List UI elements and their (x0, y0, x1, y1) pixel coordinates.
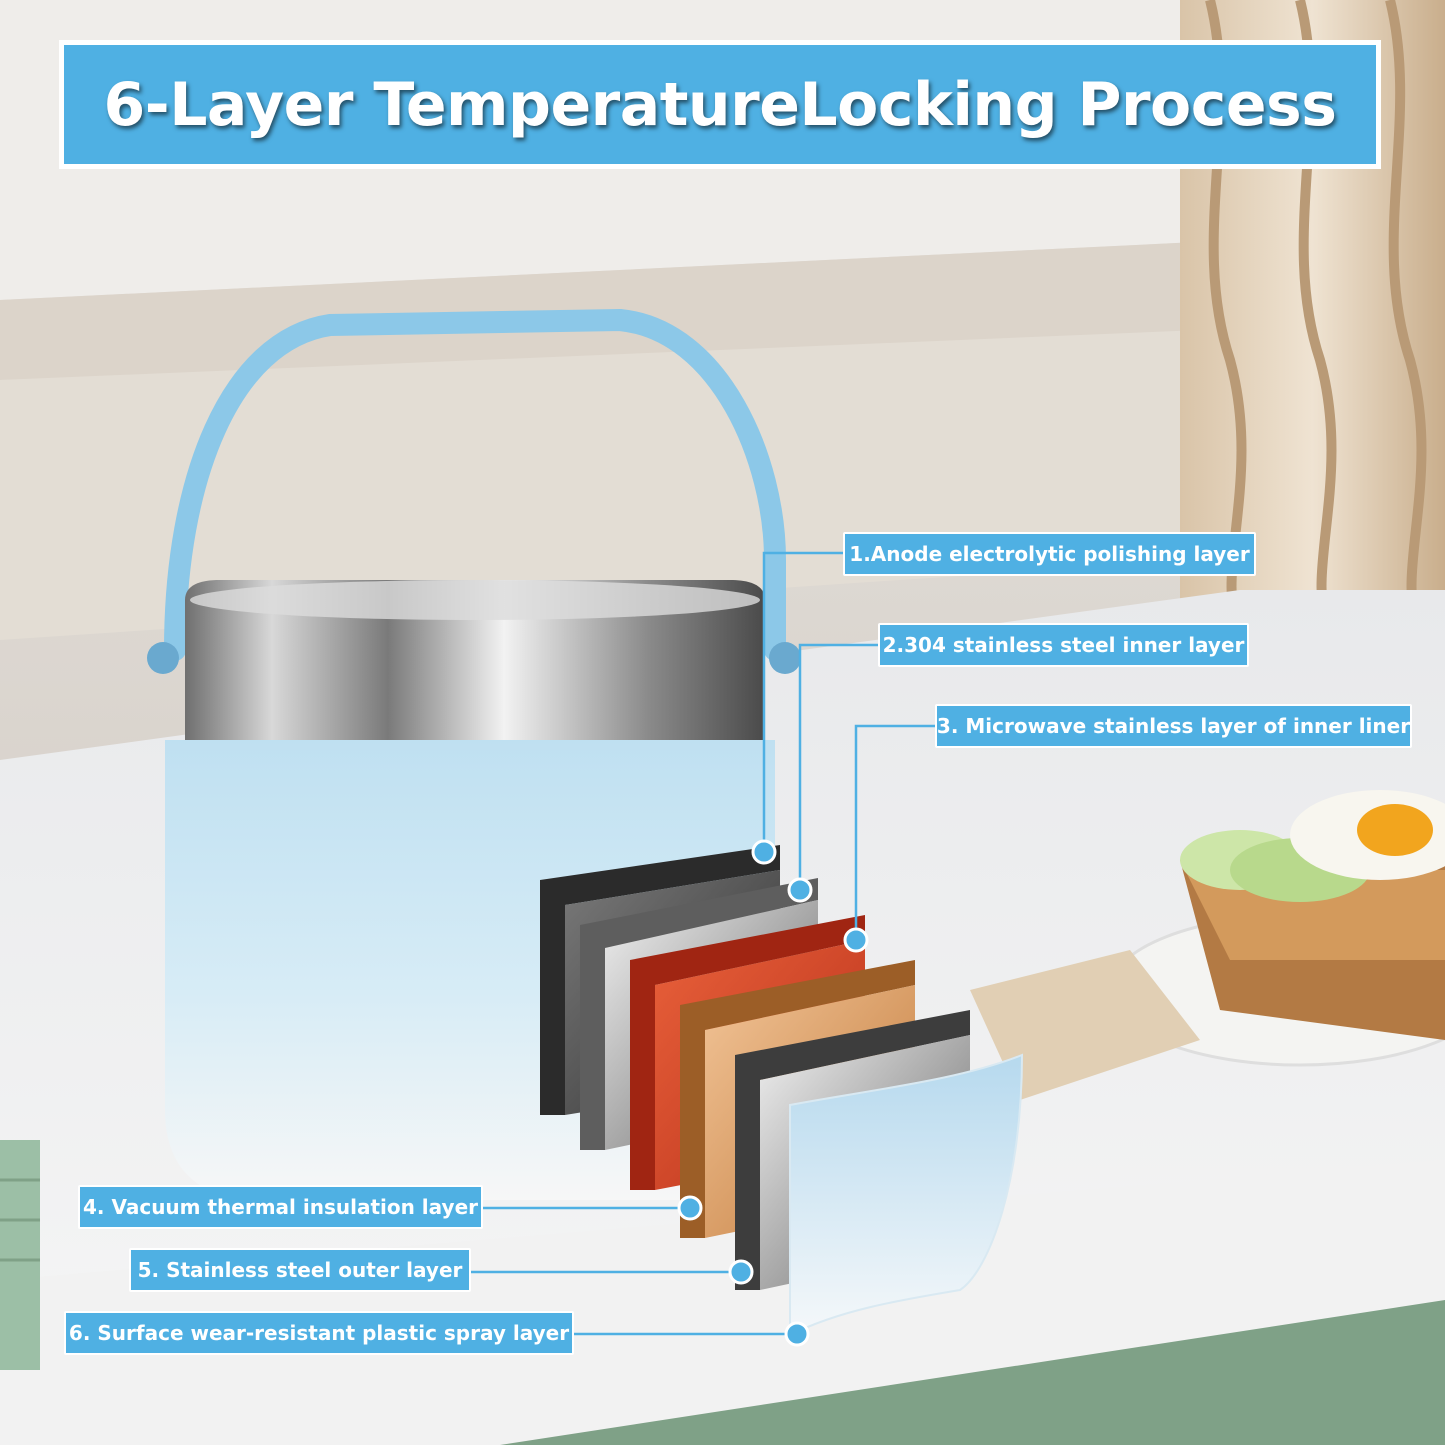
page-title: 6-Layer TemperatureLocking Process (103, 69, 1337, 140)
layer-stack (540, 845, 1024, 1337)
green-tray (500, 1300, 1445, 1445)
leader-dot-1 (751, 839, 777, 865)
leader-line-3 (854, 724, 935, 940)
leader-line-1 (762, 551, 843, 852)
leader-line-2 (798, 643, 878, 890)
leader-dot-4 (677, 1195, 703, 1221)
layer-label-1: 1.Anode electrolytic polishing layer (843, 532, 1256, 576)
layer-label-4: 4. Vacuum thermal insulation layer (78, 1185, 483, 1229)
layer-5-edge (735, 1010, 970, 1290)
sandwich-plate (1108, 790, 1445, 1067)
layer-4-edge (680, 960, 915, 1238)
layer-6-plate (789, 1053, 1024, 1337)
container-lid (185, 580, 765, 740)
leader-dot-6 (784, 1321, 810, 1347)
layer-label-6: 6. Surface wear-resistant plastic spray … (64, 1311, 574, 1355)
layer-2-edge (580, 878, 818, 1150)
leader-dot-2 (787, 877, 813, 903)
green-book (0, 1140, 40, 1370)
layer-1-edge (540, 845, 780, 1115)
handle-pivot-left (147, 642, 179, 674)
layer-label-5: 5. Stainless steel outer layer (129, 1248, 471, 1292)
leader-dot-3 (843, 927, 869, 953)
layer-label-3: 3. Microwave stainless layer of inner li… (935, 704, 1412, 748)
container-handle (164, 308, 786, 661)
title-banner: 6-Layer TemperatureLocking Process (59, 40, 1381, 169)
layer-label-2: 2.304 stainless steel inner layer (878, 623, 1249, 667)
leader-dots (677, 839, 869, 1347)
handle-pivot-right (769, 642, 801, 674)
leader-lines (471, 551, 935, 1336)
layer-3-edge (630, 915, 865, 1190)
napkin (970, 950, 1200, 1100)
leader-dot-5 (728, 1259, 754, 1285)
